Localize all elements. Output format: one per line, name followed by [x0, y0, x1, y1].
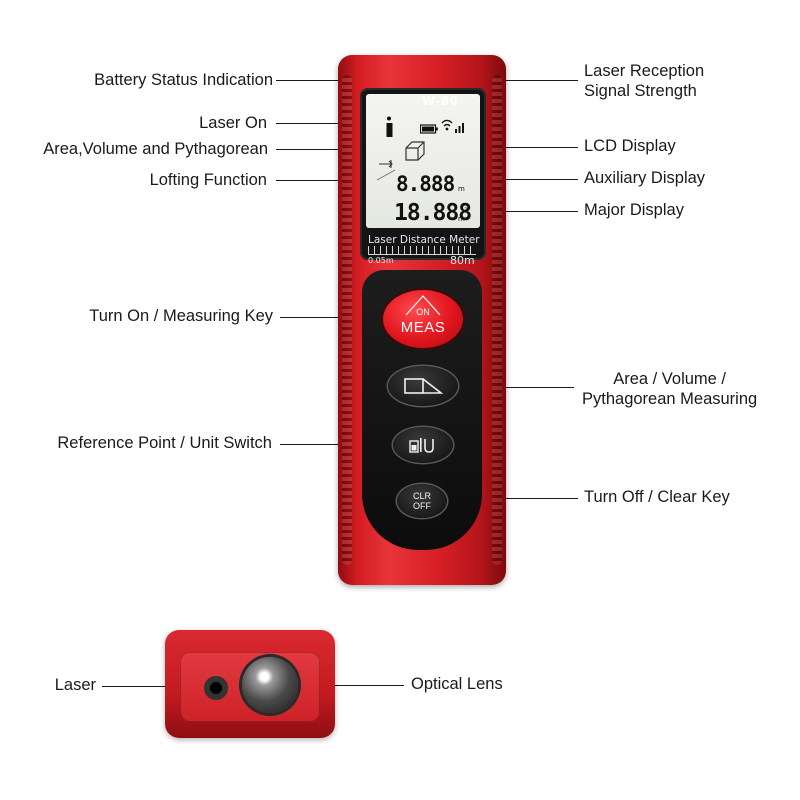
lofting-icon	[376, 160, 396, 181]
auxiliary-unit: m	[458, 185, 465, 193]
leader-area-volume-measuring	[456, 387, 574, 389]
left-grip	[342, 75, 352, 565]
auxiliary-reading: 8.888	[396, 172, 455, 196]
leader-laser-on	[276, 123, 386, 125]
label-major-display: Major Display	[584, 201, 684, 219]
area-volume-button[interactable]	[388, 366, 458, 406]
label-lcd-display: LCD Display	[584, 137, 676, 155]
leader-reference-point	[280, 444, 394, 446]
major-reading: 18.888	[394, 200, 472, 226]
model-label: W-80	[422, 94, 459, 108]
label-reference-point: Reference Point / Unit Switch	[57, 434, 272, 452]
label-lofting-function: Lofting Function	[149, 171, 267, 189]
label-auxiliary-display: Auxiliary Display	[584, 169, 706, 187]
label-measuring-key: Turn On / Measuring Key	[89, 307, 273, 325]
clear-button-bottom-label: OFF	[413, 501, 431, 511]
reference-unit-button[interactable]	[393, 427, 453, 463]
label-optical-lens: Optical Lens	[411, 675, 503, 693]
leader-auxiliary-display	[460, 179, 578, 181]
label-laser-on: Laser On	[199, 114, 267, 132]
clear-button-top-label: CLR	[412, 491, 431, 501]
area-volume-icon	[405, 141, 425, 161]
meas-button-label: MEAS	[400, 318, 446, 336]
label-signal-strength: Laser Reception Signal Strength	[584, 61, 704, 101]
scale-title: Laser Distance Meter	[368, 234, 480, 246]
battery-icon	[420, 124, 438, 134]
label-turn-off-clear-key: Turn Off / Clear Key	[584, 488, 730, 506]
label-laser: Laser	[54, 676, 96, 694]
scale-ruler	[368, 246, 476, 255]
meas-button-on-label: ON	[416, 306, 430, 317]
leader-optical-lens	[296, 685, 404, 687]
label-area-volume-pythagorean: Area,Volume and Pythagorean	[43, 140, 268, 158]
clr-off-button[interactable]: CLR OFF	[397, 484, 447, 518]
leader-signal-horizontal	[486, 80, 578, 82]
on-meas-button[interactable]: ON MEAS	[383, 290, 463, 348]
optical-lens	[242, 657, 298, 713]
scale-max-label: 80m	[450, 254, 475, 267]
right-grip	[492, 75, 502, 565]
scale-min-label: 0.05m	[368, 256, 394, 265]
leader-major-display	[466, 211, 578, 213]
leader-measuring-key	[280, 317, 384, 319]
label-area-volume-measuring-line1: Area / Volume /	[613, 370, 726, 388]
leader-clear-key	[446, 498, 578, 500]
laser-aperture	[204, 676, 228, 700]
signal-strength-icon	[441, 119, 464, 133]
leader-laser	[102, 686, 212, 688]
lcd-display	[366, 94, 480, 228]
area-shape-icon	[404, 378, 443, 394]
leader-lofting	[276, 180, 376, 182]
laser-on-icon	[386, 116, 393, 137]
major-unit: m	[458, 215, 465, 223]
leader-lcd-display	[440, 147, 578, 149]
label-signal-strength-line2: Signal Strength	[584, 82, 697, 100]
label-area-volume-measuring: Area / Volume / Pythagorean Measuring	[582, 369, 757, 409]
label-signal-strength-line1: Laser Reception	[584, 62, 705, 80]
reference-point-icon	[409, 438, 434, 453]
label-battery-status: Battery Status Indication	[94, 71, 273, 89]
major-exponent: 3	[464, 207, 468, 214]
label-area-volume-measuring-line2: Pythagorean Measuring	[582, 390, 758, 408]
